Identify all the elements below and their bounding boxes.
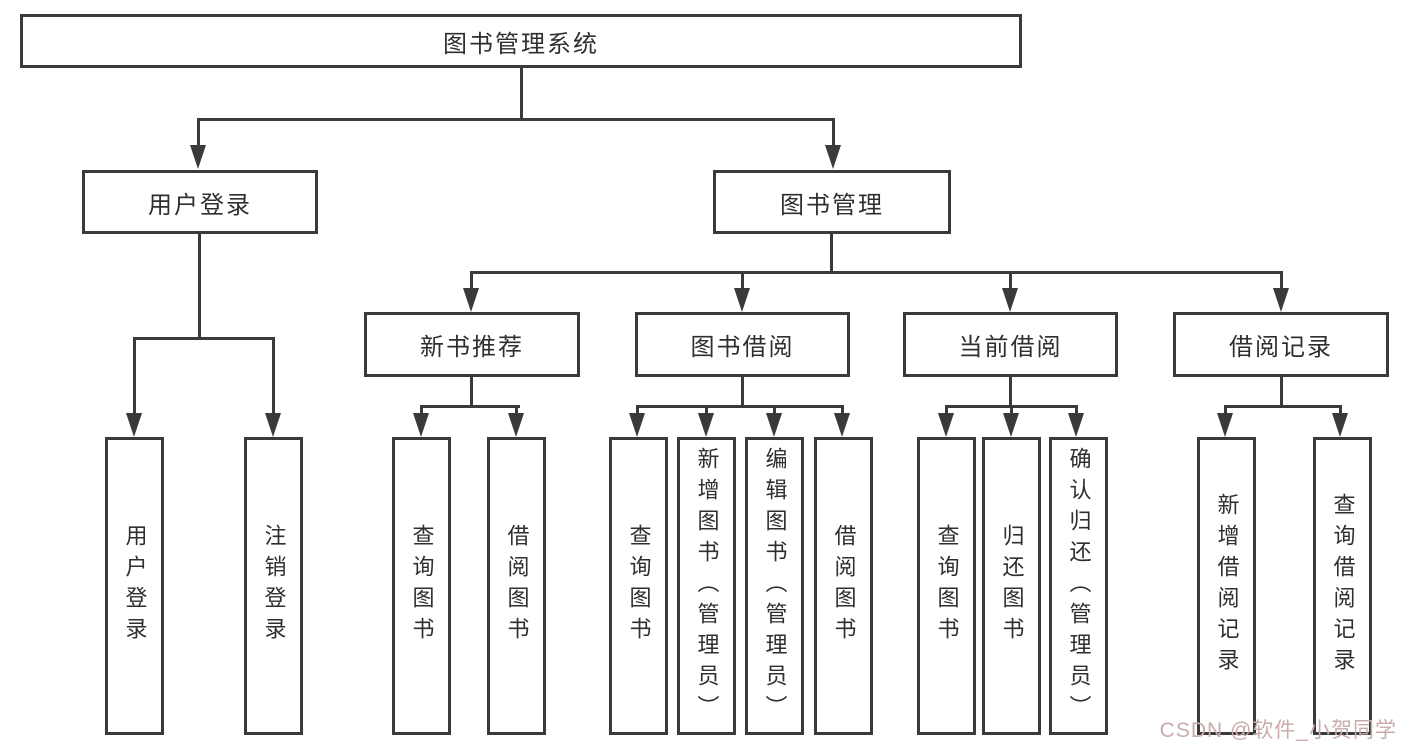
leaf-add-borrow-record: 新增借阅记录 xyxy=(1197,437,1256,735)
connector-line xyxy=(1280,377,1283,408)
connector-line xyxy=(133,337,275,340)
arrow-down-icon xyxy=(1273,288,1289,312)
leaf-borrow-books-recommend: 借阅图书 xyxy=(487,437,546,735)
arrow-down-icon xyxy=(190,145,206,169)
leaf-return-books: 归还图书 xyxy=(982,437,1041,735)
leaf-add-books-admin: 新增图书（管理员） xyxy=(677,437,736,735)
connector-line xyxy=(470,271,1283,274)
arrow-down-icon xyxy=(463,288,479,312)
node-book-management: 图书管理 xyxy=(713,170,951,234)
connector-line xyxy=(636,405,639,417)
leaf-label: 编辑图书（管理员） xyxy=(762,446,788,726)
connector-line xyxy=(272,337,275,417)
arrow-down-icon xyxy=(265,413,281,437)
leaf-user-login: 用户登录 xyxy=(105,437,164,735)
arrow-down-icon xyxy=(766,413,782,437)
arrow-down-icon xyxy=(126,413,142,437)
connector-line xyxy=(470,271,473,291)
leaf-label: 用户登录 xyxy=(122,524,148,648)
leaf-edit-books-admin: 编辑图书（管理员） xyxy=(745,437,804,735)
arrow-down-icon xyxy=(1002,288,1018,312)
arrow-down-icon xyxy=(1003,413,1019,437)
node-library-management-system: 图书管理系统 xyxy=(20,14,1022,68)
node-borrow-record: 借阅记录 xyxy=(1173,312,1389,377)
connector-line xyxy=(133,337,136,417)
leaf-confirm-return-admin: 确认归还（管理员） xyxy=(1049,437,1108,735)
leaf-query-borrow-record: 查询借阅记录 xyxy=(1313,437,1372,735)
connector-line xyxy=(1009,377,1012,408)
connector-line xyxy=(741,377,744,408)
connector-line xyxy=(197,118,835,121)
leaf-label: 归还图书 xyxy=(999,524,1025,648)
node-user-login: 用户登录 xyxy=(82,170,318,234)
leaf-label: 新增借阅记录 xyxy=(1214,493,1240,679)
leaf-query-books-current: 查询图书 xyxy=(917,437,976,735)
arrow-down-icon xyxy=(938,413,954,437)
leaf-label: 查询借阅记录 xyxy=(1330,493,1356,679)
leaf-label: 确认归还（管理员） xyxy=(1066,446,1092,726)
csdn-watermark: CSDN @软件_小贺同学 xyxy=(1159,719,1397,742)
connector-line xyxy=(741,271,744,291)
connector-line xyxy=(1339,405,1342,417)
arrow-down-icon xyxy=(629,413,645,437)
connector-line xyxy=(1224,405,1227,417)
connector-line xyxy=(773,405,776,417)
arrow-down-icon xyxy=(1332,413,1348,437)
arrow-down-icon xyxy=(698,413,714,437)
arrow-down-icon xyxy=(508,413,524,437)
connector-line xyxy=(470,377,473,408)
connector-line xyxy=(705,405,708,417)
connector-line xyxy=(832,118,835,148)
arrow-down-icon xyxy=(734,288,750,312)
leaf-logout: 注销登录 xyxy=(244,437,303,735)
arrow-down-icon xyxy=(834,413,850,437)
node-new-book-recommend: 新书推荐 xyxy=(364,312,580,377)
connector-line xyxy=(830,234,833,274)
leaf-label: 借阅图书 xyxy=(831,524,857,648)
connector-line xyxy=(520,68,523,119)
connector-line xyxy=(1224,405,1342,408)
node-current-borrow: 当前借阅 xyxy=(903,312,1118,377)
connector-line xyxy=(841,405,844,417)
connector-line xyxy=(420,405,423,417)
arrow-down-icon xyxy=(825,145,841,169)
connector-line xyxy=(515,405,518,417)
leaf-label: 新增图书（管理员） xyxy=(694,446,720,726)
connector-line xyxy=(636,405,844,408)
leaf-label: 查询图书 xyxy=(934,524,960,648)
connector-line xyxy=(945,405,948,417)
connector-line xyxy=(1010,405,1013,417)
connector-line xyxy=(1075,405,1078,417)
leaf-label: 查询图书 xyxy=(409,524,435,648)
arrow-down-icon xyxy=(413,413,429,437)
connector-line xyxy=(197,118,200,148)
node-book-borrow: 图书借阅 xyxy=(635,312,850,377)
connector-line xyxy=(198,234,201,340)
arrow-down-icon xyxy=(1068,413,1084,437)
arrow-down-icon xyxy=(1217,413,1233,437)
leaf-label: 查询图书 xyxy=(626,524,652,648)
leaf-label: 借阅图书 xyxy=(504,524,530,648)
connector-line xyxy=(1009,271,1012,291)
leaf-query-books-recommend: 查询图书 xyxy=(392,437,451,735)
connector-line xyxy=(420,405,520,408)
leaf-borrow-books: 借阅图书 xyxy=(814,437,873,735)
leaf-label: 注销登录 xyxy=(261,524,287,648)
connector-line xyxy=(1280,271,1283,291)
leaf-query-books-borrow: 查询图书 xyxy=(609,437,668,735)
